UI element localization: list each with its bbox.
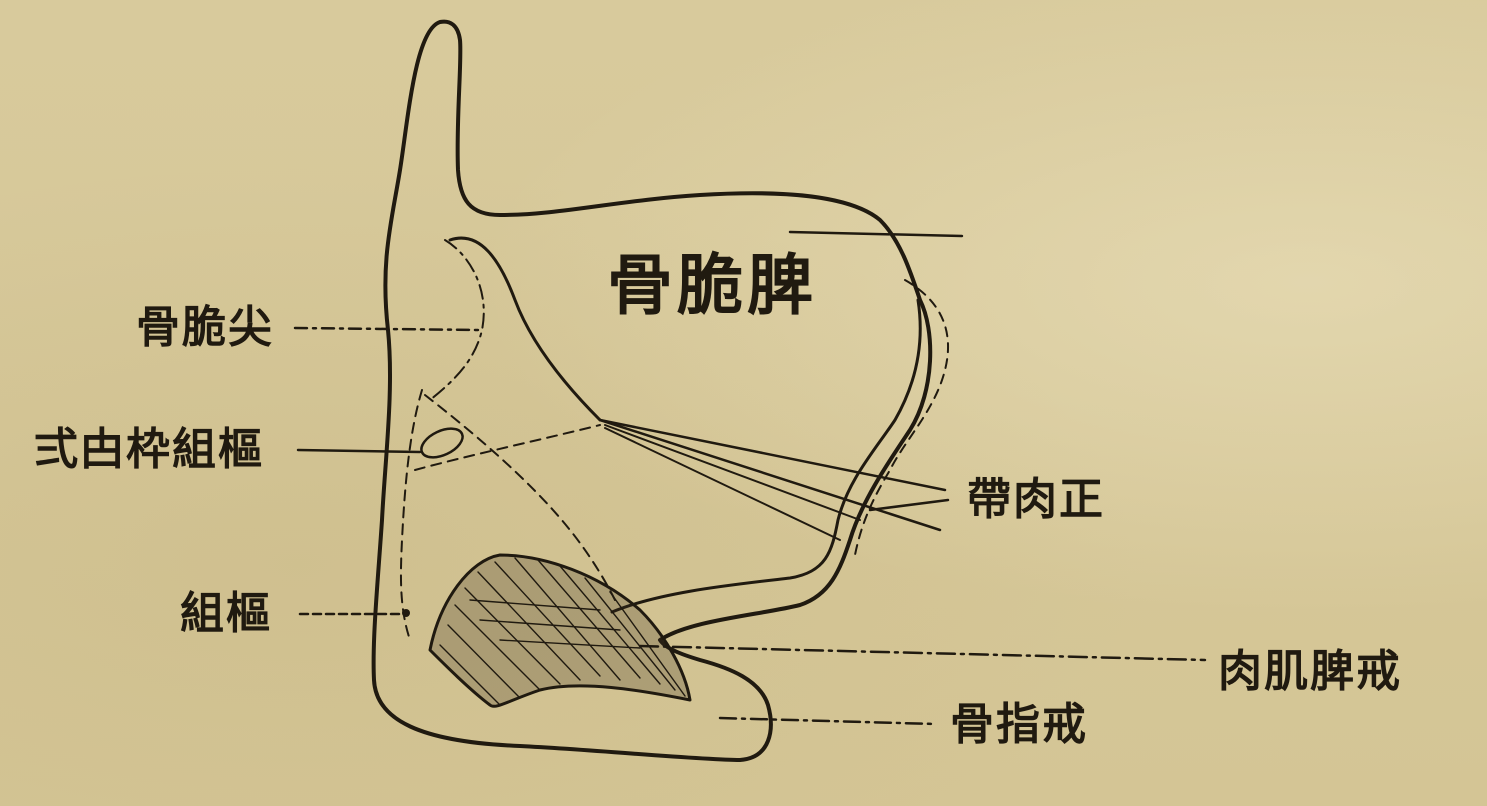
label-right-bottom: 骨指戒 xyxy=(950,703,1088,747)
label-left-middle: 弍甴枠組樞 xyxy=(34,428,264,472)
small-oval xyxy=(417,423,467,463)
label-left-top: 骨脆尖 xyxy=(136,306,274,350)
leader-top-right xyxy=(790,232,962,236)
label-right-middle: 肉肌脾戒 xyxy=(1218,650,1402,694)
leader-right-bottom xyxy=(720,718,935,724)
leader-right-upper xyxy=(870,500,948,510)
ligament-line-2 xyxy=(600,420,940,530)
ligament-line-3 xyxy=(605,425,860,520)
leader-right-middle xyxy=(640,646,1205,660)
label-right-upper: 帶肉正 xyxy=(967,478,1105,522)
joint-dot xyxy=(402,609,410,617)
label-left-bottom: 組樞 xyxy=(180,592,272,636)
dashed-right-band xyxy=(855,280,948,555)
left-inner-line xyxy=(401,390,422,640)
center-label: 骨脆脾 xyxy=(607,252,817,318)
leader-left-top xyxy=(295,328,480,330)
apex-curve xyxy=(430,240,484,400)
upper-boundary xyxy=(450,238,600,420)
leader-left-middle xyxy=(298,450,420,452)
inner-outline xyxy=(612,300,920,612)
